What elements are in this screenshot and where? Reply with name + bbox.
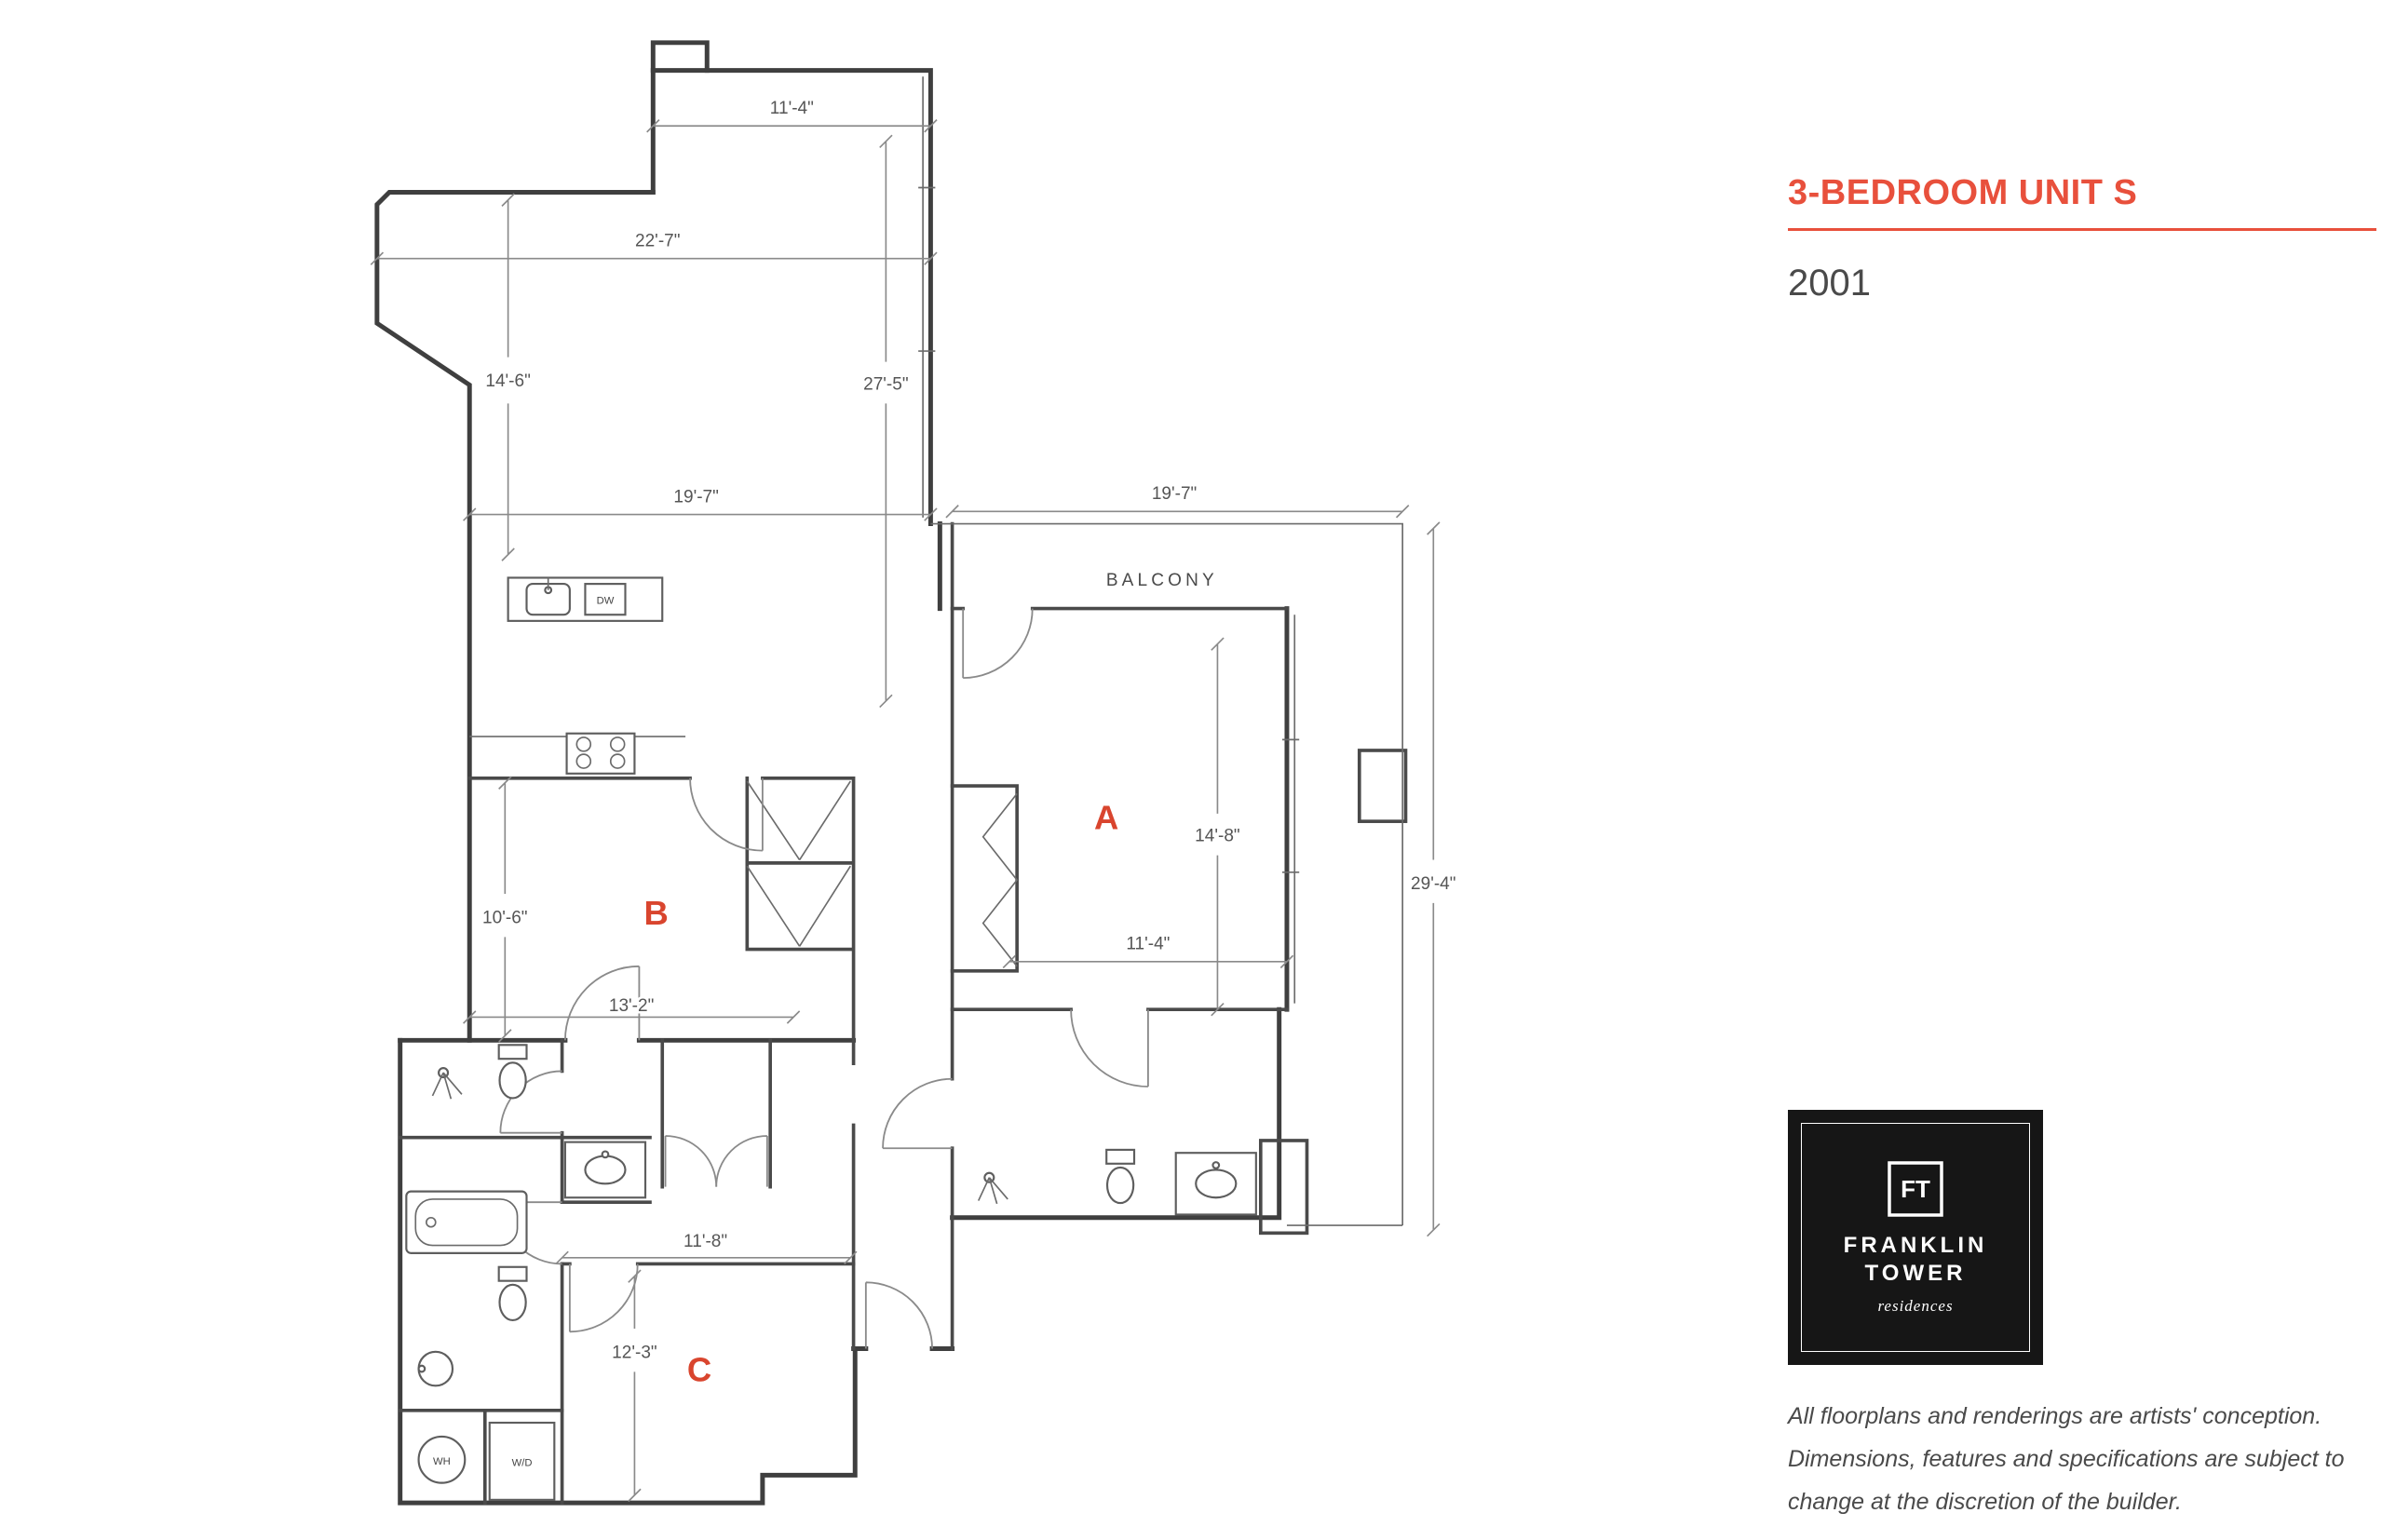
room-label-a: A [1094, 798, 1118, 836]
dim-tower-width: 11'-4" [770, 99, 814, 118]
dim-upper-left-height: 14'-6" [485, 371, 530, 391]
unit-header: 3-BEDROOM UNIT S 2001 [1788, 173, 2376, 304]
fixtures [405, 576, 1257, 1501]
logo-line-residences: residences [1877, 1297, 1954, 1315]
bathtub [405, 1190, 528, 1254]
vanity-sink [584, 1155, 627, 1185]
toilet-bowl [498, 1061, 527, 1100]
interior-walls [398, 521, 1408, 1505]
ft-monogram-icon: FT [1888, 1161, 1943, 1217]
disclaimer: All floorplans and renderings are artist… [1788, 1395, 2382, 1523]
room-label-c: C [687, 1350, 711, 1388]
dim-upper-width: 22'-7" [635, 231, 680, 250]
stove [565, 732, 636, 775]
water-heater [417, 1435, 467, 1484]
toilet-bowl [1105, 1166, 1135, 1205]
logo-inner-frame: FT FRANKLIN TOWER residences [1801, 1123, 2030, 1352]
toilet-bowl [498, 1283, 527, 1321]
dimension-lines: 11'-4" 22'-7" 14'-6" 27'-5" 19'-7" 19'-7… [370, 97, 1458, 1503]
page-title: 3-BEDROOM UNIT S [1788, 173, 2376, 231]
vanity-sink [1195, 1169, 1238, 1199]
toilet-tank [497, 1044, 528, 1060]
water-heater-label: WH [433, 1456, 451, 1467]
dim-bedroom-b-height: 10'-6" [482, 908, 527, 927]
washer-dryer [488, 1421, 556, 1501]
franklin-tower-logo: FT FRANKLIN TOWER residences [1788, 1110, 2043, 1365]
washer-dryer-label: W/D [512, 1457, 533, 1468]
unit-number: 2001 [1788, 263, 1871, 304]
dim-hall-width: 11'-8" [683, 1232, 727, 1251]
dim-living-width: 19'-7" [673, 487, 718, 507]
toilet-tank [1105, 1148, 1136, 1165]
dim-right-side-height: 29'-4" [1411, 874, 1455, 894]
disclaimer-line: change at the discretion of the builder. [1788, 1489, 2182, 1515]
disclaimer-line: Dimensions, features and specifications … [1788, 1446, 2345, 1472]
dim-bedroom-b-width: 13'-2" [609, 996, 654, 1016]
logo-line-tower: TOWER [1864, 1261, 1967, 1286]
room-label-b: B [643, 894, 668, 932]
dishwasher [584, 583, 627, 616]
svg-text:FT: FT [1901, 1175, 1930, 1203]
floorplan-drawing: DW WH W/D 11'-4" 22'-7" 14'-6" 27'-5" 19… [370, 40, 1458, 1506]
dim-balcony-width: 19'-7" [1152, 484, 1197, 504]
dim-bedroom-a-depth: 14'-8" [1195, 827, 1239, 846]
dim-bedroom-c-width: 12'-3" [612, 1343, 656, 1362]
exterior-walls [374, 40, 1290, 1506]
dim-bedroom-a-width: 11'-4" [1126, 935, 1170, 954]
door-swings [499, 608, 1149, 1349]
logo-line-franklin: FRANKLIN [1843, 1233, 1988, 1258]
toilet-tank [497, 1265, 528, 1282]
balcony-label: BALCONY [1106, 571, 1218, 590]
dishwasher-label: DW [597, 596, 615, 607]
balcony-rail-and-windows [469, 76, 1404, 1226]
disclaimer-line: All floorplans and renderings are artist… [1788, 1403, 2322, 1429]
dim-living-height: 27'-5" [863, 374, 908, 394]
